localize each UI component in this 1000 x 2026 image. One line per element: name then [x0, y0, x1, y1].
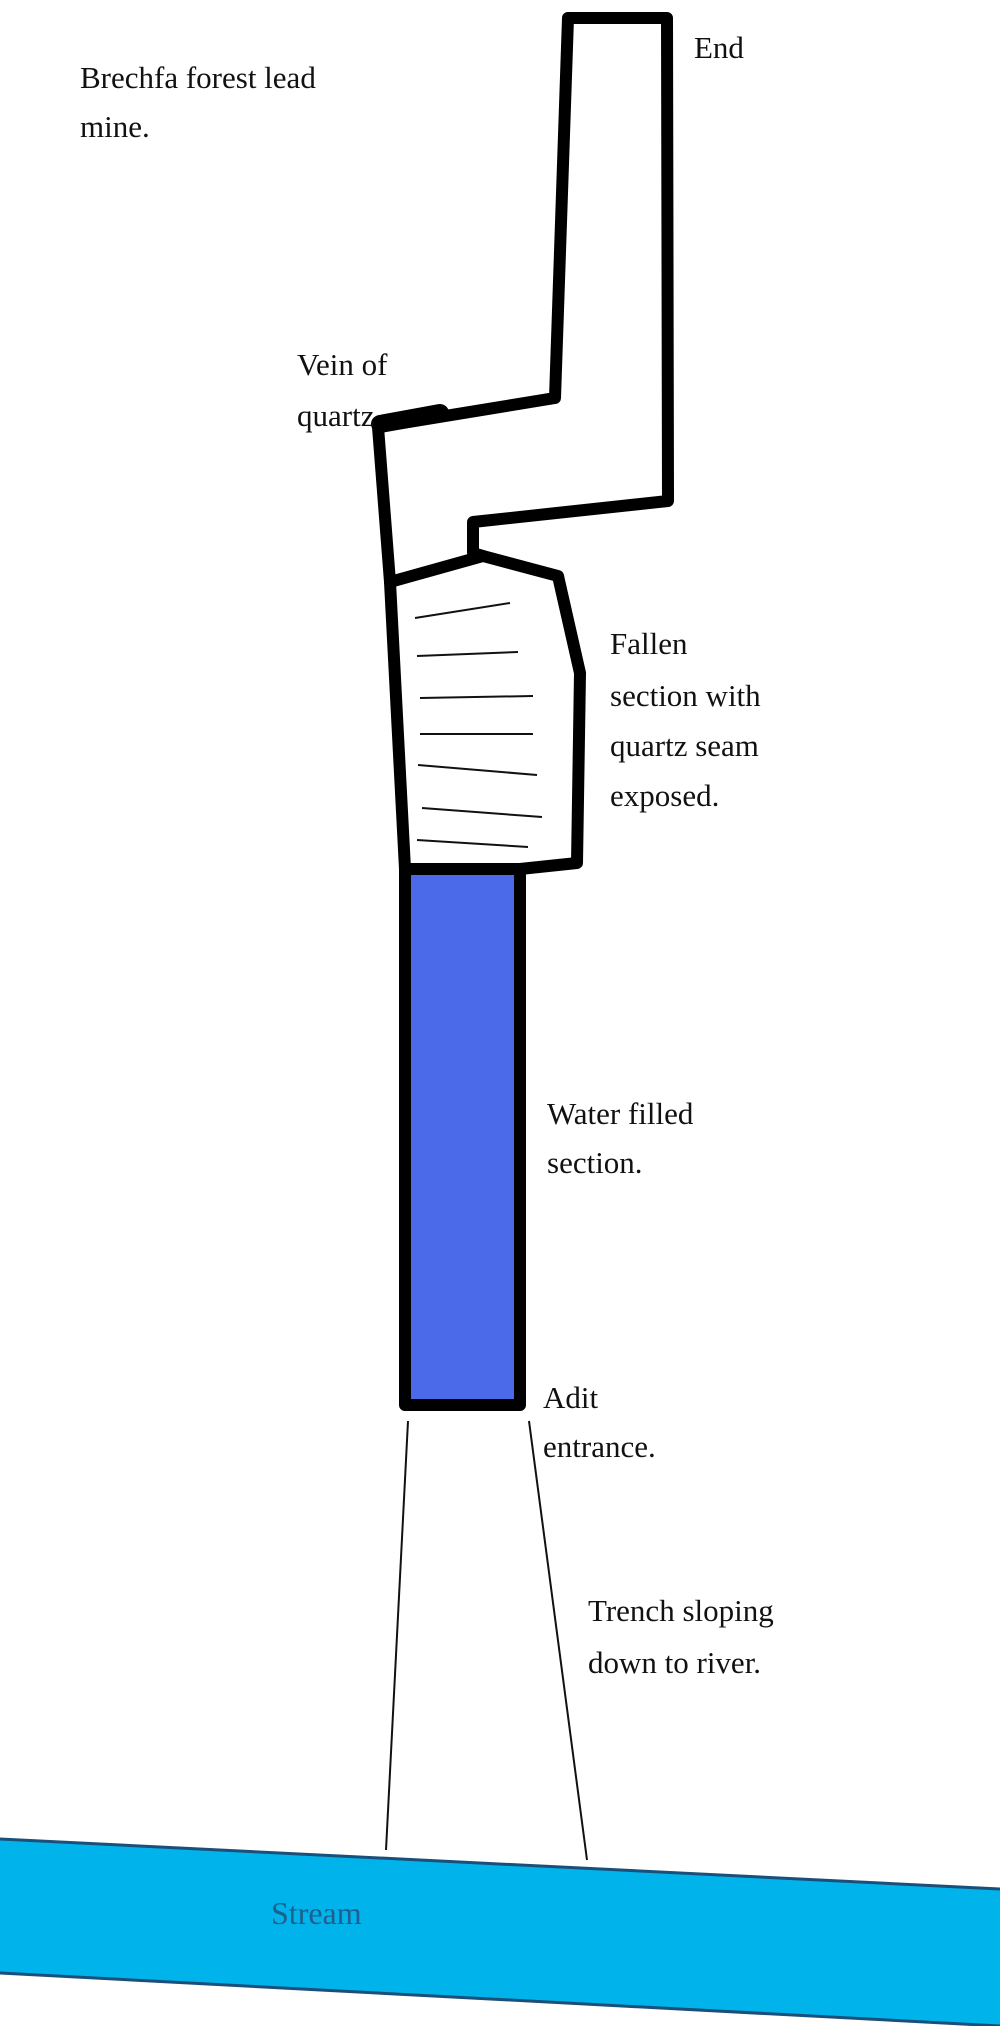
fallen-section-label: Fallen section with quartz seam exposed. — [610, 626, 761, 813]
water-filled-section — [399, 863, 526, 1411]
upper-tunnel-outline — [372, 12, 674, 588]
stream-label: Stream — [271, 1895, 362, 1931]
trench-label: Trench sloping down to river. — [588, 1593, 774, 1680]
quartz-seam-hatching — [414, 602, 543, 848]
svg-text:section with: section with — [610, 678, 761, 713]
svg-text:entrance.: entrance. — [543, 1429, 656, 1464]
svg-text:Trench sloping: Trench sloping — [588, 1593, 774, 1628]
adit-entrance-label: Adit entrance. — [543, 1380, 656, 1464]
stream — [0, 1839, 1000, 2026]
svg-text:Fallen: Fallen — [610, 626, 688, 661]
svg-text:mine.: mine. — [80, 109, 150, 144]
end-label: End — [694, 30, 744, 65]
fallen-section — [384, 550, 586, 875]
stream-top-edge — [0, 1837, 1000, 1891]
svg-text:Vein of: Vein of — [297, 347, 388, 382]
trench-right-line — [528, 1420, 588, 1861]
stream-bottom-edge — [0, 1971, 1000, 2026]
svg-text:quartz seam: quartz seam — [610, 728, 759, 763]
svg-text:down to river.: down to river. — [588, 1645, 761, 1680]
trench-left-line — [385, 1420, 409, 1851]
svg-text:section.: section. — [547, 1145, 643, 1180]
diagram-title: Brechfa forest lead mine. — [80, 60, 316, 144]
water-section-label: Water filled section. — [547, 1096, 694, 1180]
quartz-vein — [371, 404, 449, 433]
vein-label: Vein of quartz — [297, 347, 388, 433]
svg-text:Water filled: Water filled — [547, 1096, 694, 1131]
svg-text:exposed.: exposed. — [610, 778, 719, 813]
svg-text:Adit: Adit — [543, 1380, 599, 1415]
svg-text:Brechfa forest lead: Brechfa forest lead — [80, 60, 316, 95]
svg-text:quartz: quartz — [297, 398, 374, 433]
